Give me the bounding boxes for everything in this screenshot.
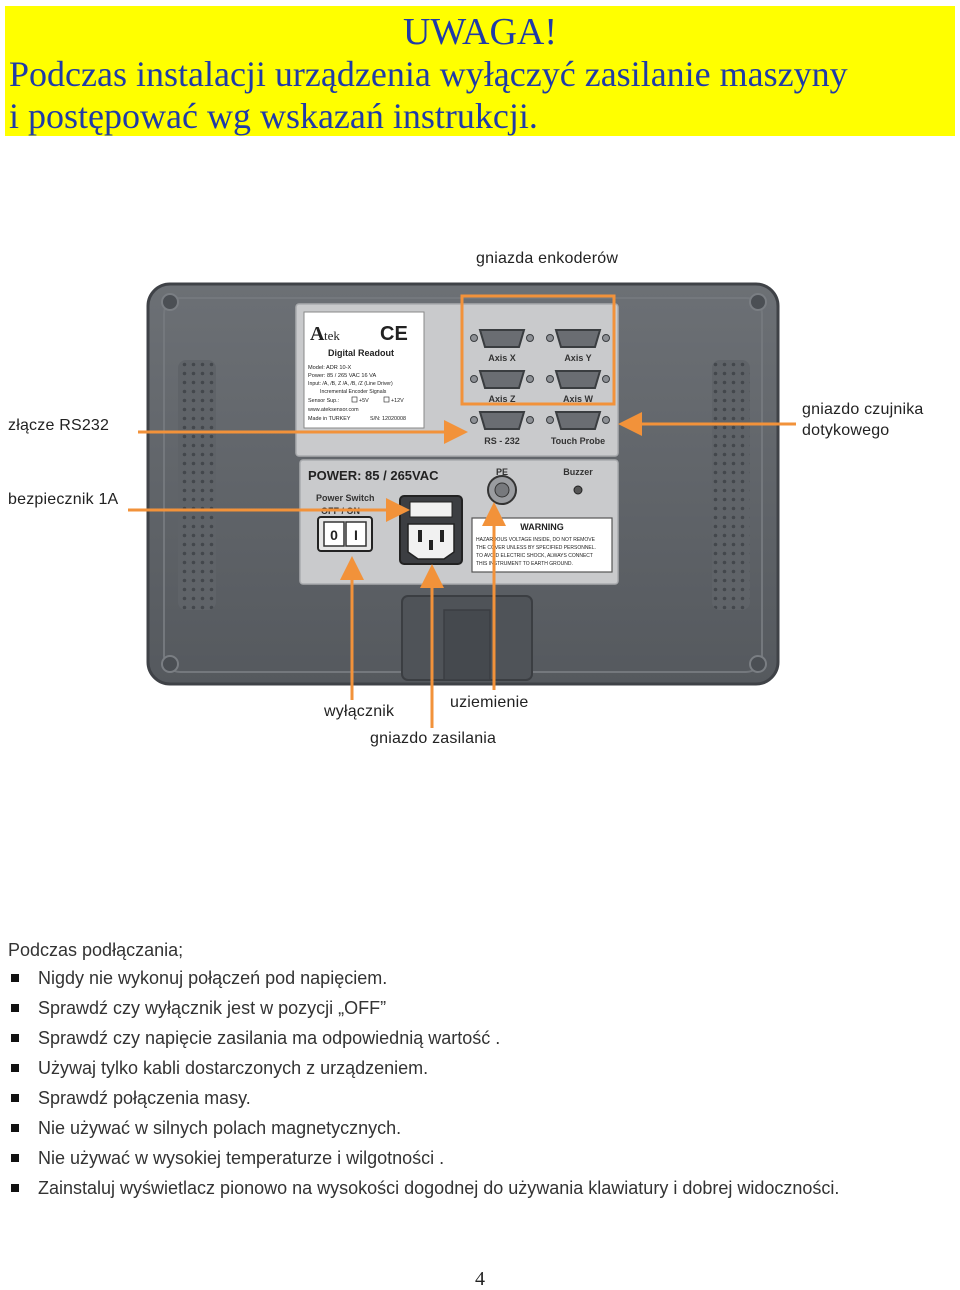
label-power: Power: 85 / 265 VAC 16 VA xyxy=(308,373,376,379)
product-label: A tek CE Digital Readout Model: ADR 10-X… xyxy=(303,311,425,429)
warning-sticker-line: THIS INSTRUMENT TO EARTH GROUND. xyxy=(476,561,573,567)
db9-connector-axis-w xyxy=(546,370,610,389)
label-sensor-supply: Sensor Sup.: xyxy=(308,398,339,404)
list-item: Sprawdź czy wyłącznik jest w pozycji „OF… xyxy=(8,996,839,1026)
power-switch-label: Power Switch xyxy=(316,493,375,503)
switch-on-symbol: I xyxy=(354,527,358,543)
list-item: Sprawdź połączenia masy. xyxy=(8,1086,839,1116)
warning-title: UWAGA! xyxy=(402,11,558,53)
switch-off-symbol: 0 xyxy=(330,527,338,543)
db9-connector-rs232 xyxy=(470,411,534,430)
callout-power-socket: gniazdo zasilania xyxy=(370,730,497,747)
warning-sticker-line: HAZARDOUS VOLTAGE INSIDE, DO NOT REMOVE xyxy=(476,537,596,543)
ground-terminal[interactable] xyxy=(487,475,517,505)
port-label-axis-z: Axis Z xyxy=(488,394,516,404)
db9-connector-axis-x xyxy=(470,329,534,348)
power-panel-title: POWER: 85 / 265VAC xyxy=(308,468,439,483)
label-sensor-12v: +12V xyxy=(391,398,404,404)
label-serial: S/N: 12020008 xyxy=(370,416,406,422)
notes-intro: Podczas podłączania; xyxy=(8,940,184,960)
label-website: www.ateksensor.com xyxy=(307,407,359,413)
encoder-sockets-highlight xyxy=(460,294,616,406)
buzzer-label: Buzzer xyxy=(563,467,593,477)
brand-letter: A xyxy=(310,323,325,345)
buzzer-icon xyxy=(573,485,583,495)
warning-line-2: i postępować wg wskazań instrukcji. xyxy=(9,96,538,136)
screw-icon xyxy=(749,293,767,311)
port-label-rs232: RS - 232 xyxy=(484,436,520,446)
power-switch[interactable]: 0 I xyxy=(317,516,373,552)
db9-connector-axis-y xyxy=(546,329,610,348)
pe-label: PE xyxy=(496,467,508,477)
label-signals: Incremental Encoder Signals xyxy=(320,389,387,395)
callout-touch-probe-line2: dotykowego xyxy=(802,422,890,439)
port-label-touch-probe: Touch Probe xyxy=(551,436,605,446)
label-sensor-5v: +5V xyxy=(359,398,369,404)
iec-power-socket[interactable] xyxy=(399,495,463,565)
label-made-in: Made in TURKEY xyxy=(308,416,351,422)
connection-notes: Podczas podłączania; Nigdy nie wykonuj p… xyxy=(8,940,839,1206)
warning-sticker-line: TO AVOID ELECTRIC SHOCK, ALWAYS CONNECT xyxy=(476,553,593,559)
left-vent-grille xyxy=(178,360,216,610)
port-label-axis-y: Axis Y xyxy=(564,353,591,363)
callout-encoder-sockets: gniazda enkoderów xyxy=(476,250,619,267)
db9-connector-touch-probe xyxy=(546,411,610,430)
db9-connector-axis-z xyxy=(470,370,534,389)
list-item: Zainstaluj wyświetlacz pionowo na wysoko… xyxy=(8,1176,839,1206)
screw-icon xyxy=(161,655,179,673)
screw-icon xyxy=(749,655,767,673)
callout-touch-probe-line1: gniazdo czujnika xyxy=(802,401,924,418)
warning-banner: UWAGA! Podczas instalacji urządzenia wył… xyxy=(5,6,955,136)
list-item: Nigdy nie wykonuj połączeń pod napięciem… xyxy=(8,966,839,996)
right-vent-grille xyxy=(712,360,750,610)
list-item: Nie używać w wysokiej temperaturze i wil… xyxy=(8,1146,839,1176)
port-label-axis-w: Axis W xyxy=(563,394,594,404)
label-product: Digital Readout xyxy=(328,348,394,358)
label-model: Model: ADR 10-X xyxy=(308,365,351,371)
power-panel: POWER: 85 / 265VAC Power Switch OFF / ON… xyxy=(299,459,619,585)
callout-rs232: złącze RS232 xyxy=(8,417,110,434)
label-input: Input: /A, /B, Z /A, /B, /Z (Line Driver… xyxy=(308,381,393,387)
callout-ground: uziemienie xyxy=(450,694,529,711)
device-rear-panel-illustration: A tek CE Digital Readout Model: ADR 10-X… xyxy=(128,282,796,728)
list-item: Nie używać w silnych polach magnetycznyc… xyxy=(8,1116,839,1146)
screw-icon xyxy=(161,293,179,311)
brand-name: tek xyxy=(324,328,340,343)
warning-sticker-title: WARNING xyxy=(520,522,564,532)
callout-fuse: bezpiecznik 1A xyxy=(8,491,119,508)
callout-arrows xyxy=(128,412,796,728)
callout-power-switch: wyłącznik xyxy=(324,703,395,720)
ce-mark: CE xyxy=(380,323,408,345)
page-number: 4 xyxy=(475,1268,485,1290)
warning-sticker-line: THE COVER UNLESS BY SPECIFIED PERSONNEL. xyxy=(476,545,596,551)
list-item: Sprawdź czy napięcie zasilania ma odpowi… xyxy=(8,1026,839,1056)
notes-list: Nigdy nie wykonuj połączeń pod napięciem… xyxy=(8,966,839,1206)
warning-line-1: Podczas instalacji urządzenia wyłączyć z… xyxy=(9,54,848,94)
port-label-axis-x: Axis X xyxy=(488,353,516,363)
list-item: Używaj tylko kabli dostarczonych z urząd… xyxy=(8,1056,839,1086)
warning-sticker: WARNING HAZARDOUS VOLTAGE INSIDE, DO NOT… xyxy=(471,517,613,573)
